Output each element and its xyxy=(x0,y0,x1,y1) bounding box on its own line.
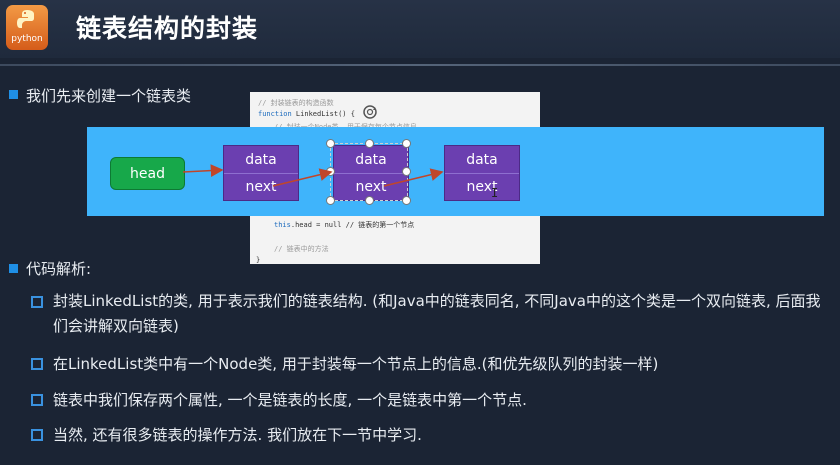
code-line: this.head = null // 链表的第一个节点 xyxy=(274,220,414,230)
sub-bullet-properties: 链表中我们保存两个属性, 一个是链表的长度, 一个是链表中第一个节点. xyxy=(53,391,527,409)
code-line: // 封装链表的构造函数 xyxy=(258,99,334,107)
bullet-square-icon xyxy=(9,264,18,273)
sub-bullet-icon xyxy=(31,296,43,308)
bullet-create-class: 我们先来创建一个链表类 xyxy=(26,87,192,105)
node-next-cell: next xyxy=(466,178,498,195)
resize-handle[interactable] xyxy=(402,167,411,176)
sub-bullet-icon xyxy=(31,429,43,441)
header-bar: python 链表结构的封装 xyxy=(0,0,840,58)
code-keyword: this xyxy=(274,221,291,229)
node-next-cell: next xyxy=(355,178,387,195)
node-data-cell: data xyxy=(224,146,298,174)
node-data-cell: data xyxy=(445,146,519,174)
logo-text: python xyxy=(11,34,43,44)
code-line: // 链表中的方法 xyxy=(274,245,329,253)
code-line: } xyxy=(256,256,261,264)
page-title: 链表结构的封装 xyxy=(76,14,259,43)
sub-bullet-icon xyxy=(31,358,43,370)
resize-handle[interactable] xyxy=(402,196,411,205)
text-cursor-icon: I xyxy=(491,186,499,200)
sub-bullet-icon xyxy=(31,394,43,406)
list-node[interactable]: data next xyxy=(223,145,299,201)
head-label: head xyxy=(130,165,165,182)
header-divider xyxy=(0,64,840,66)
code-text: LinkedList() { xyxy=(291,110,355,118)
python-logo: python xyxy=(6,5,48,50)
resize-handle[interactable] xyxy=(365,139,374,148)
list-node[interactable]: data next xyxy=(444,145,520,201)
python-snake-icon xyxy=(17,10,34,28)
resize-handle[interactable] xyxy=(326,196,335,205)
resize-handle[interactable] xyxy=(326,167,335,176)
resize-handle[interactable] xyxy=(402,139,411,148)
sub-bullet-linkedlist: 封装LinkedList的类, 用于表示我们的链表结构. (和Java中的链表同… xyxy=(53,292,821,335)
bullet-code-analysis: 代码解析: xyxy=(26,260,92,278)
node-next-cell: next xyxy=(245,178,277,195)
code-line: function LinkedList() { xyxy=(258,110,355,118)
head-node[interactable]: head xyxy=(110,157,185,190)
reload-icon[interactable] xyxy=(362,104,378,120)
selection-frame xyxy=(330,143,408,201)
bullet-square-icon xyxy=(9,90,18,99)
sub-bullet-node-class: 在LinkedList类中有一个Node类, 用于封装每一个节点上的信息.(和优… xyxy=(53,355,659,373)
code-keyword: function xyxy=(258,110,292,118)
code-text: .head = null // 链表的第一个节点 xyxy=(290,221,415,229)
resize-handle[interactable] xyxy=(365,196,374,205)
node-data-cell: data xyxy=(334,146,408,174)
sub-bullet-methods: 当然, 还有很多链表的操作方法. 我们放在下一节中学习. xyxy=(53,426,422,444)
resize-handle[interactable] xyxy=(326,139,335,148)
